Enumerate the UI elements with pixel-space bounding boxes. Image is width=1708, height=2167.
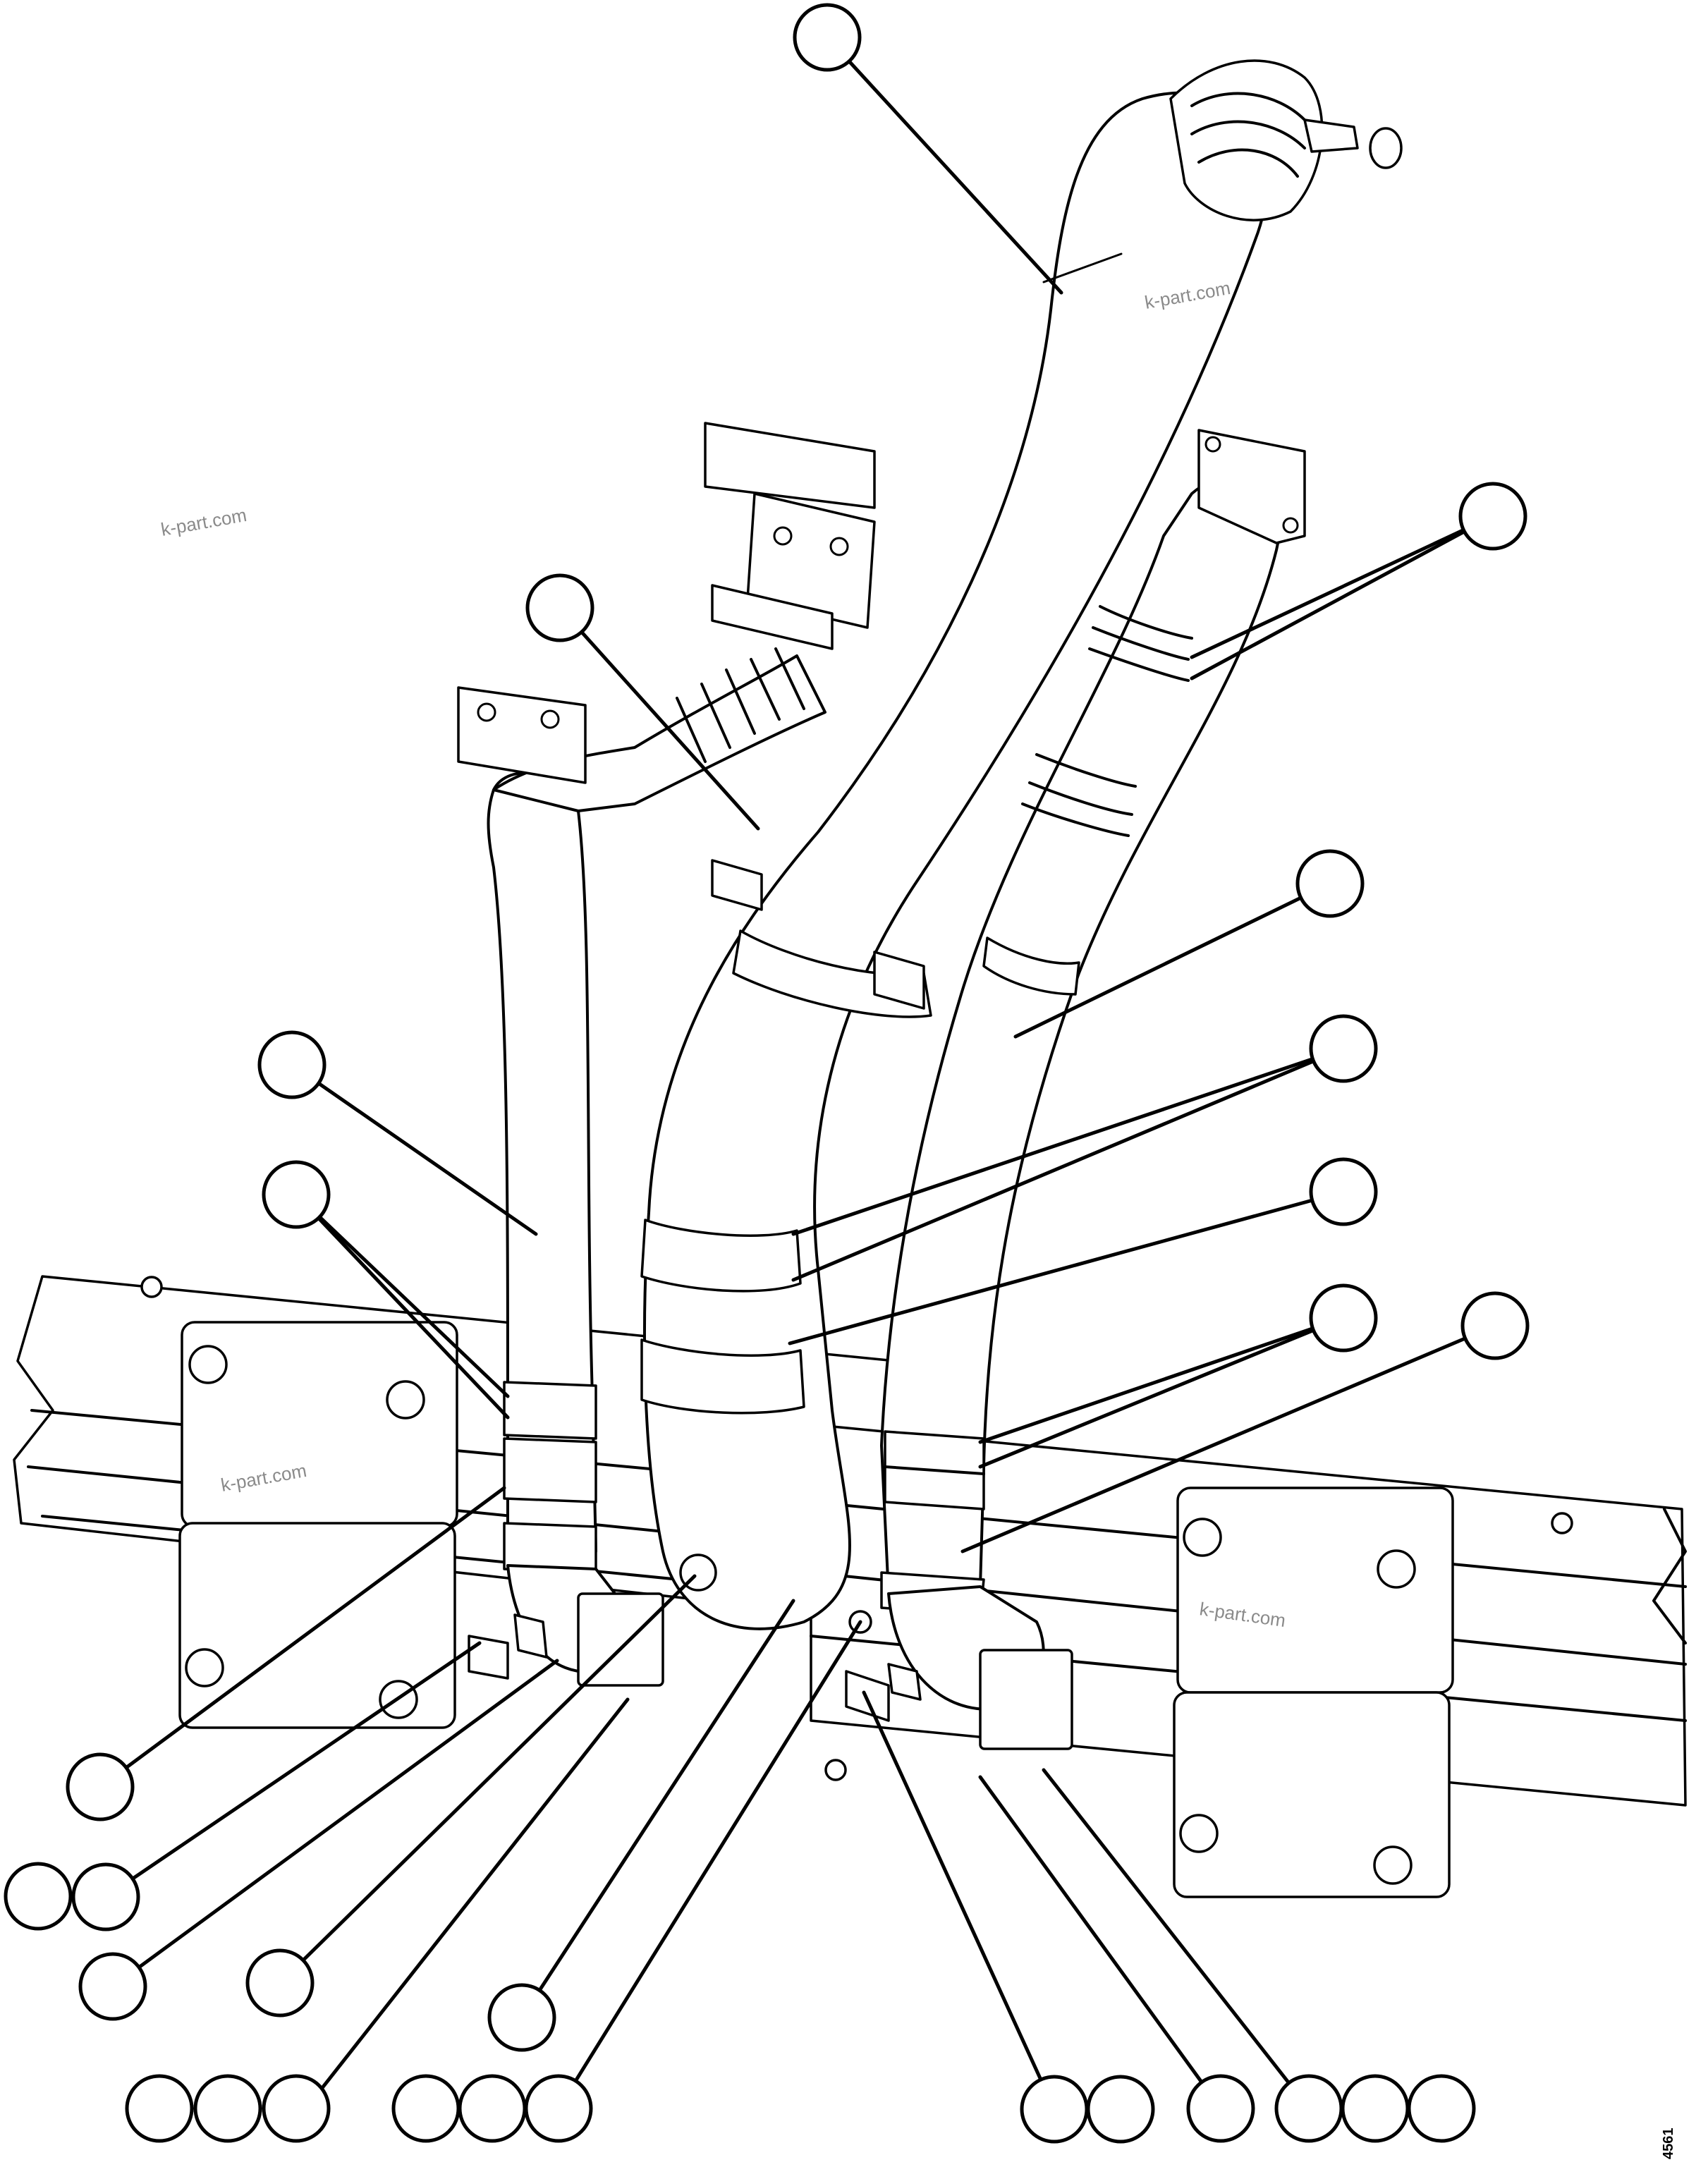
callout-balloon: [245, 1948, 315, 2018]
bolt-heads: [140, 1276, 1573, 1885]
callout-balloon: [1186, 2074, 1255, 2143]
callout-balloon: [1458, 482, 1527, 551]
main-crossover-pipe: [640, 59, 1403, 1634]
callout-balloon: [66, 1752, 135, 1821]
callout-balloon: [193, 2074, 262, 2143]
figure-code: 4561: [1661, 2128, 1676, 2160]
left-pipe: [457, 422, 925, 1687]
leader-lines: [98, 35, 1497, 2111]
callout-balloon: [125, 2074, 194, 2143]
callout-balloon: [1295, 849, 1365, 918]
callout-balloon: [793, 3, 862, 72]
callout-balloon: [1086, 2075, 1155, 2144]
callout-balloon: [262, 2074, 331, 2143]
callout-balloon: [78, 1952, 147, 2021]
right-pipe: [845, 429, 1306, 1750]
callout-balloon: [1309, 1283, 1378, 1353]
callout-balloon: [4, 1862, 73, 1931]
callout-balloon: [525, 573, 594, 642]
callout-balloon: [524, 2074, 593, 2143]
frame-rails: [13, 1275, 1687, 1898]
callout-balloon: [1020, 2075, 1089, 2144]
watermark-text: k-part.com: [159, 504, 248, 540]
callout-balloon: [71, 1862, 140, 1931]
callout-balloon: [257, 1030, 327, 1099]
callout-balloon: [1460, 1291, 1530, 1360]
callout-balloon: [391, 2074, 460, 2143]
callout-balloon: [1407, 2074, 1476, 2143]
callout-balloon: [1309, 1014, 1378, 1083]
callout-balloon: [262, 1160, 331, 1229]
callout-balloon: [1309, 1157, 1378, 1226]
callout-balloon: [458, 2074, 527, 2143]
callout-balloon: [1274, 2074, 1343, 2143]
callout-balloon: [1341, 2074, 1410, 2143]
callout-balloon: [487, 1983, 556, 2052]
callout-balloons: [4, 3, 1530, 2144]
